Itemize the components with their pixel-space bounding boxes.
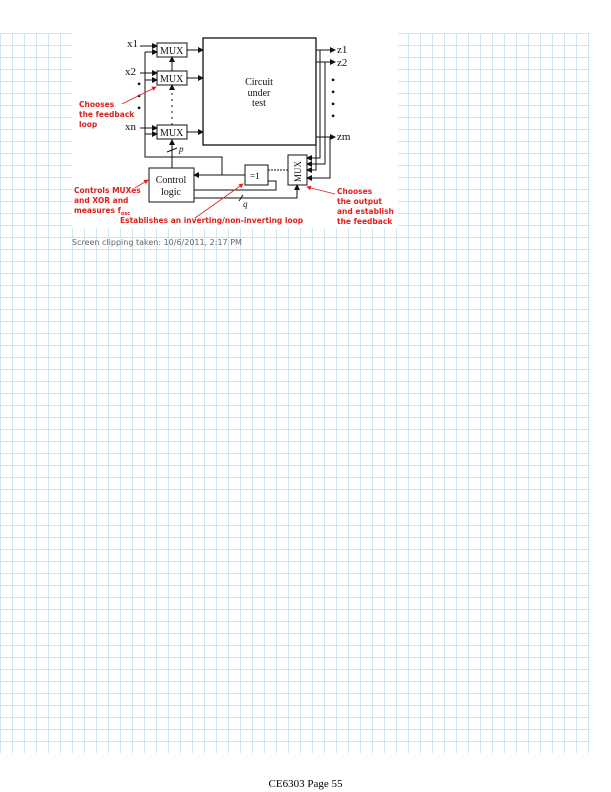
- wires: [140, 43, 336, 202]
- annotation-control-2: and XOR and: [74, 196, 128, 205]
- cut-label-3: test: [252, 98, 266, 109]
- input-x1: x1: [127, 38, 138, 50]
- annotation-arrows: [121, 86, 336, 219]
- control-label-1: Control: [156, 175, 187, 186]
- cut-label-2: under: [248, 88, 271, 99]
- svg-text:•: •: [137, 89, 141, 103]
- svg-text:•: •: [137, 101, 141, 115]
- mux-n-label: MUX: [160, 128, 184, 139]
- output-mux-label: MUX: [293, 160, 303, 182]
- mux-1-label: MUX: [160, 46, 184, 57]
- svg-text:•: •: [331, 109, 335, 123]
- xor-label: =1: [250, 171, 260, 181]
- bus-q-label: q: [243, 199, 248, 209]
- annotation-output-3: and establish: [337, 207, 394, 216]
- bus-p-label: p: [178, 144, 184, 154]
- annotation-control-3: measures fosc: [74, 206, 130, 217]
- page-footer: CE6303 Page 55: [268, 778, 343, 790]
- cut-label-1: Circuit: [245, 77, 273, 88]
- annotation-feedback-1: Chooses: [79, 100, 115, 109]
- input-x2: x2: [125, 66, 136, 78]
- output-z2: z2: [337, 57, 347, 69]
- annotation-feedback-2: the feedback: [79, 110, 135, 119]
- output-z1: z1: [337, 44, 347, 56]
- input-xn: xn: [125, 121, 137, 133]
- screen-clipping: [72, 30, 398, 228]
- ellipsis-dots: ••• ••••: [137, 73, 335, 123]
- annotation-feedback-3: loop: [79, 120, 98, 129]
- control-label-2: logic: [161, 187, 182, 198]
- annotation-output-4: the feedback: [337, 217, 393, 226]
- svg-text:•: •: [331, 73, 335, 87]
- svg-text:•: •: [137, 77, 141, 91]
- annotation-control-1: Controls MUXes: [74, 186, 141, 195]
- clipping-caption: Screen clipping taken: 10/6/2011, 2:17 P…: [72, 238, 242, 247]
- annotation-output-1: Chooses: [337, 187, 373, 196]
- annotation-xor: Establishes an inverting/non-inverting l…: [120, 216, 304, 225]
- circuit-under-test: [202, 37, 317, 146]
- output-zm: zm: [337, 131, 351, 143]
- svg-text:•: •: [331, 85, 335, 99]
- svg-text:•: •: [331, 97, 335, 111]
- annotation-output-2: the output: [337, 197, 382, 206]
- mux-2-label: MUX: [160, 74, 184, 85]
